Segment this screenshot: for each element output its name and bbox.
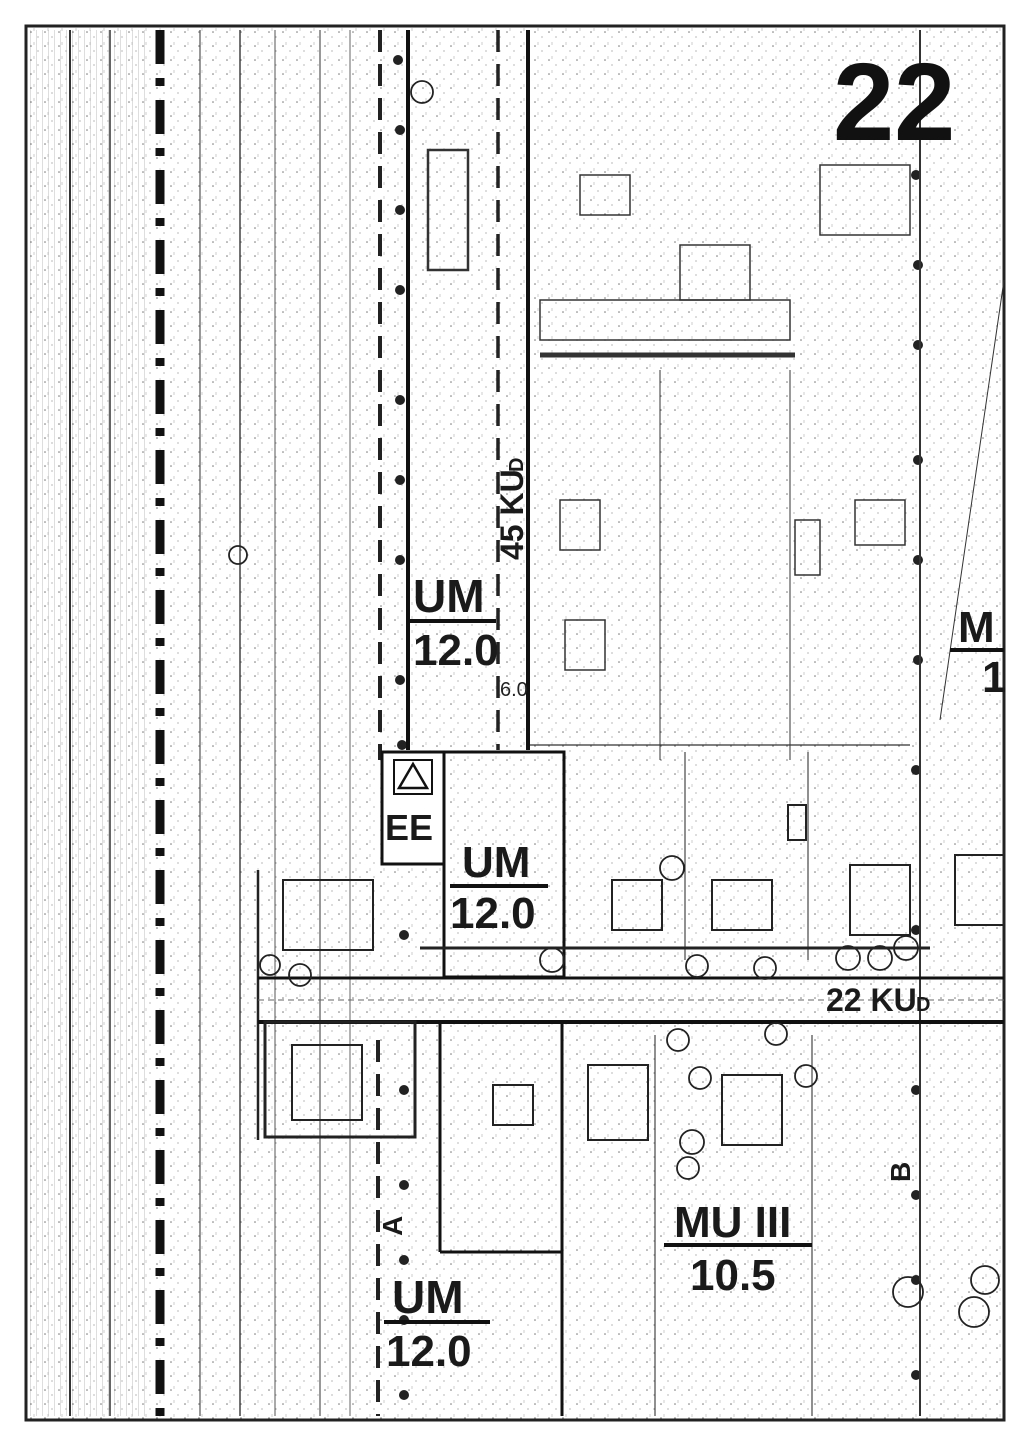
road-label: 45 KU [494,469,530,560]
sheet-number: 22 [833,41,955,164]
road-label-suffix: D [916,994,930,1016]
road-label-45-ku: 45 KU D [494,458,530,560]
zone-label-um-upper: UM 12.0 [410,570,499,675]
left-survey-strip [30,30,351,1416]
road-width-label: 6.0 [500,679,528,701]
marker-label: A [377,1216,408,1236]
zone-label-um-lower: UM 12.0 [384,1271,490,1376]
lower-parcels [263,1020,813,1416]
zone-label-um-central: UM 12.0 [450,838,548,938]
upper-parcels [426,30,1005,1416]
zone-height: 12.0 [413,626,499,675]
zone-label-m: M 1 [950,603,1006,702]
zone-code: MU III [674,1198,791,1247]
zone-height: 10.5 [690,1251,776,1300]
zone-height: 12.0 [450,889,536,938]
ee-facility [380,750,446,866]
zone-code: M [958,603,995,652]
section-marker-b: B [885,1162,916,1182]
section-marker-a: A [377,1216,408,1236]
road-label: 22 KU [826,982,917,1018]
road-label-22-ku: 22 KU D [826,982,930,1018]
road-22-ku [258,946,1004,1024]
ee-label: EE [385,807,433,848]
road-45-ku [406,30,530,750]
road-label-suffix: D [506,458,528,472]
zone-code: UM [413,570,485,622]
middle-buildings [256,752,1005,1140]
zone-code: UM [392,1271,464,1323]
zone-height: 1 [982,653,1006,702]
marker-label: B [885,1162,916,1182]
map-frame [24,24,1006,1422]
zone-height: 12.0 [386,1327,472,1376]
zone-label-mu-iii: MU III 10.5 [664,1198,812,1300]
tree-symbols [228,80,1000,1328]
zone-code: UM [462,838,530,887]
